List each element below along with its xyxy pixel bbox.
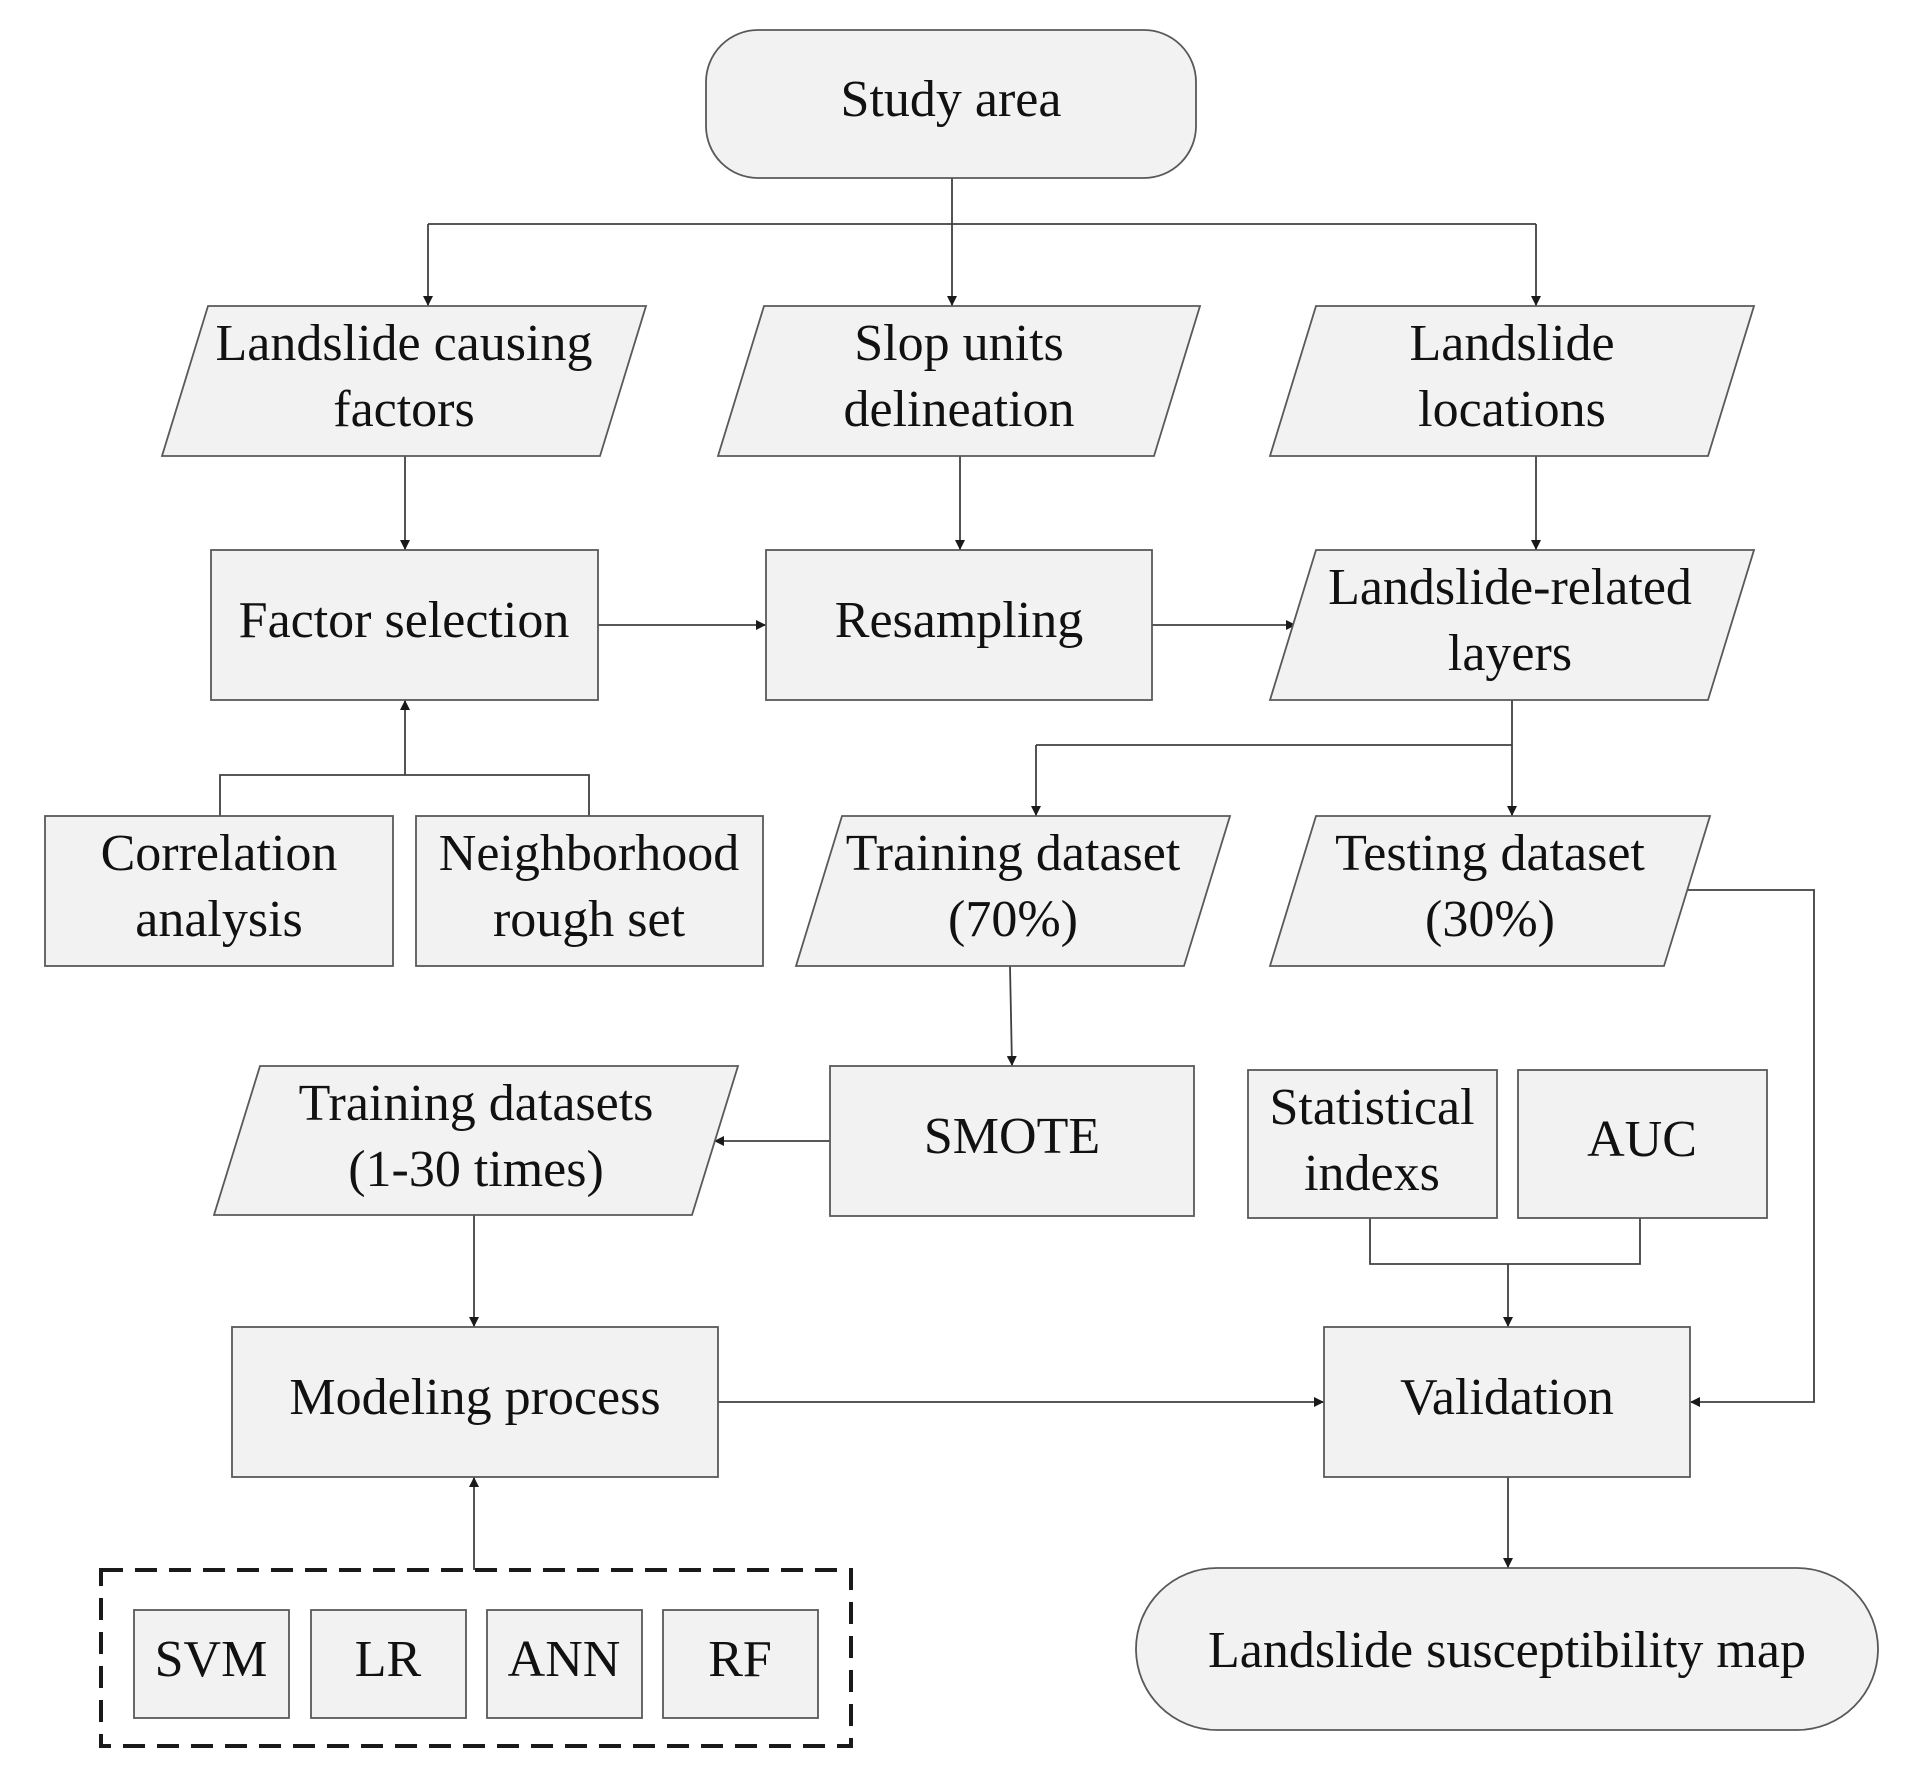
label-rf: RF	[708, 1631, 772, 1688]
smote-box	[829, 1065, 1195, 1217]
label-correlation-analysis-line1: Correlation	[101, 825, 338, 882]
label-testing-dataset-line1: Testing dataset	[1335, 825, 1645, 882]
modeling-process-box	[231, 1326, 719, 1478]
label-related-layers-line2: layers	[1448, 625, 1572, 682]
label-training-dataset-line2: (70%)	[948, 891, 1078, 948]
label-causing-factors-line1: Landslide causing	[216, 315, 593, 372]
validation-box	[1323, 1326, 1691, 1478]
label-modeling-process: Modeling process	[289, 1369, 660, 1426]
label-correlation-analysis-line2: analysis	[135, 891, 303, 948]
label-training-datasets-line2: (1-30 times)	[348, 1141, 604, 1198]
label-causing-factors-line2: factors	[333, 381, 474, 438]
connectors	[219, 178, 1815, 1570]
connector-metrics-bracket	[1369, 1218, 1641, 1265]
statistical-indexes-box	[1247, 1069, 1498, 1219]
svm-box	[133, 1609, 290, 1719]
training-dataset-parallelogram	[794, 815, 1232, 967]
rough-set-box	[415, 815, 764, 967]
training-datasets-parallelogram	[212, 1065, 740, 1216]
related-layers-parallelogram	[1268, 549, 1756, 701]
label-smote: SMOTE	[924, 1108, 1100, 1165]
label-factor-selection: Factor selection	[239, 592, 570, 649]
arrow-training-to-smote	[1006, 965, 1017, 1067]
label-training-dataset-line1: Training dataset	[846, 825, 1181, 882]
models-group-dashed	[99, 1568, 853, 1748]
arrow-testing-to-validation	[1686, 889, 1815, 1407]
label-ann: ANN	[508, 1631, 621, 1688]
auc-box	[1517, 1069, 1768, 1219]
label-testing-dataset-line2: (30%)	[1425, 891, 1555, 948]
label-slope-units-line2: delineation	[843, 381, 1074, 438]
label-rough-set-line1: Neighborhood	[439, 825, 739, 882]
label-validation: Validation	[1400, 1369, 1614, 1426]
label-statistical-indexes-line2: indexs	[1304, 1145, 1440, 1202]
label-related-layers-line1: Landslide-related	[1328, 559, 1692, 616]
label-landslide-locations-line1: Landslide	[1409, 315, 1614, 372]
label-slope-units-line1: Slop units	[854, 315, 1064, 372]
correlation-analysis-box	[44, 815, 394, 967]
study-area-terminal	[705, 29, 1197, 179]
label-auc: AUC	[1587, 1111, 1697, 1168]
label-susceptibility-map: Landslide susceptibility map	[1208, 1622, 1806, 1679]
label-lr: LR	[355, 1631, 422, 1688]
rf-box	[662, 1609, 819, 1719]
testing-dataset-parallelogram	[1268, 815, 1712, 967]
causing-factors-parallelogram	[160, 305, 648, 457]
label-rough-set-line2: rough set	[493, 891, 686, 948]
lr-box	[310, 1609, 467, 1719]
labels: Study area Landslide causing factors Slo…	[101, 71, 1806, 1688]
label-resampling: Resampling	[835, 592, 1083, 649]
slope-units-parallelogram	[716, 305, 1202, 457]
resampling-box	[765, 549, 1153, 701]
label-landslide-locations-line2: locations	[1418, 381, 1606, 438]
susceptibility-map-terminal	[1135, 1567, 1879, 1731]
landslide-locations-parallelogram	[1268, 305, 1756, 457]
factor-selection-box	[210, 549, 599, 701]
label-svm: SVM	[155, 1631, 268, 1688]
label-study-area: Study area	[841, 71, 1062, 128]
shapes	[44, 29, 1879, 1748]
label-statistical-indexes-line1: Statistical	[1269, 1079, 1474, 1136]
connector-analysis-bracket	[219, 774, 590, 816]
ann-box	[486, 1609, 643, 1719]
label-training-datasets-line1: Training datasets	[299, 1075, 654, 1132]
